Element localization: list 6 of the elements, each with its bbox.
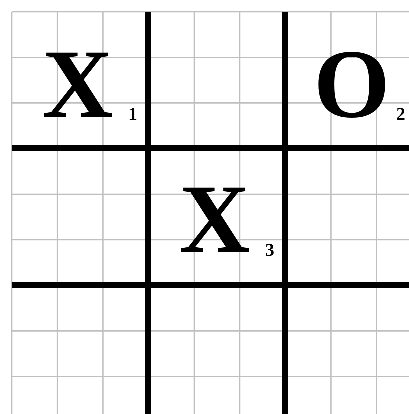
player-mark: O [318, 52, 386, 118]
player-mark: X [181, 188, 250, 252]
move-number: 2 [397, 108, 405, 120]
move-number: 3 [266, 244, 274, 256]
move-number: 1 [130, 108, 137, 120]
player-mark: X [44, 52, 112, 117]
